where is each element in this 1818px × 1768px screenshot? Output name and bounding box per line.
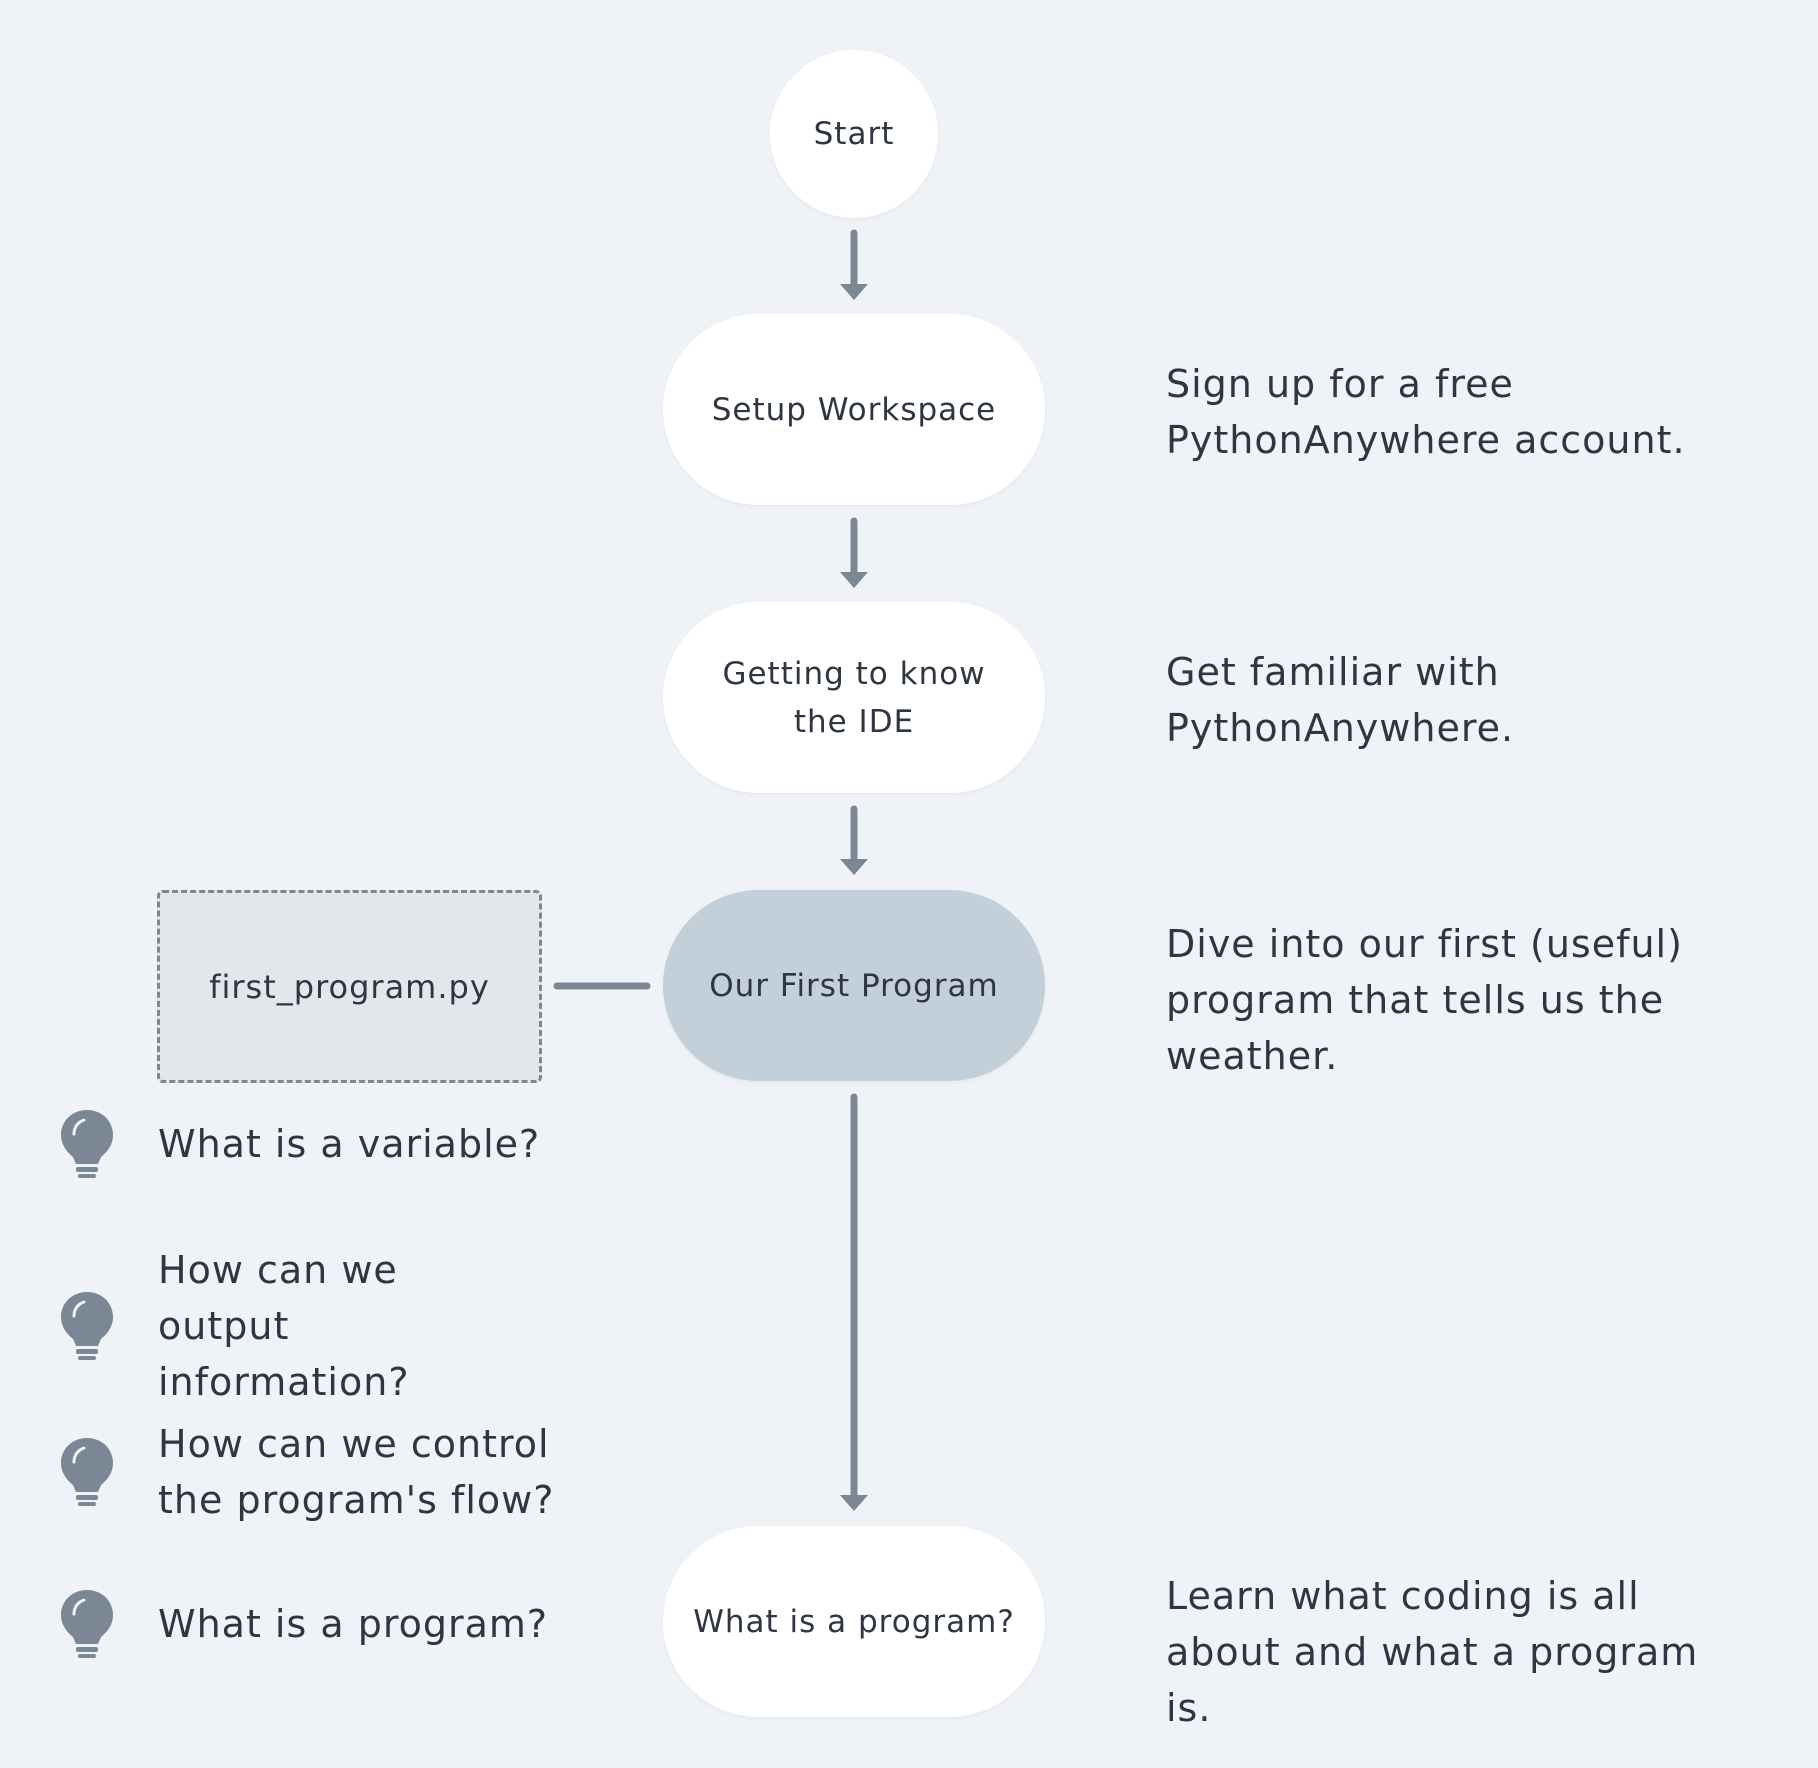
- question-text: What is a program?: [158, 1602, 549, 1646]
- arrowhead-1: [840, 284, 868, 300]
- setup-workspace-node[interactable]: Setup Workspace: [663, 314, 1045, 505]
- first-program-description: Dive into our first (useful) program tha…: [1166, 922, 1683, 1078]
- what-is-program-node[interactable]: What is a program?: [663, 1526, 1045, 1717]
- question-text: How can we control the program's flow?: [158, 1422, 555, 1522]
- start-label: Start: [813, 116, 895, 152]
- question-text: How can we output information?: [158, 1248, 410, 1404]
- arrowhead-4: [840, 1495, 868, 1511]
- lightbulb-icon: [61, 1438, 113, 1506]
- lightbulb-icon: [61, 1590, 113, 1658]
- first-program-node[interactable]: Our First Program: [663, 890, 1045, 1081]
- arrowhead-2: [840, 572, 868, 588]
- file-name: first_program.py: [209, 967, 490, 1006]
- ide-description: Get familiar with PythonAnywhere.: [1166, 650, 1515, 750]
- setup-description: Sign up for a free PythonAnywhere accoun…: [1166, 362, 1686, 462]
- what-is-program-label: What is a program?: [693, 1603, 1015, 1640]
- ide-label: Getting to know the IDE: [722, 655, 986, 740]
- question-item: How can we output information?: [60, 1242, 620, 1410]
- lightbulb-icon: [61, 1292, 113, 1360]
- question-item: What is a variable?: [60, 1108, 620, 1180]
- ide-node[interactable]: Getting to know the IDE: [663, 602, 1045, 793]
- question-item: How can we control the program's flow?: [60, 1416, 620, 1528]
- question-item: What is a program?: [60, 1588, 620, 1660]
- lightbulb-icon: [61, 1110, 113, 1178]
- arrowhead-3: [840, 859, 868, 875]
- question-text: What is a variable?: [158, 1122, 541, 1166]
- start-node: Start: [770, 50, 938, 218]
- file-box[interactable]: first_program.py: [157, 890, 542, 1083]
- what-is-program-description: Learn what coding is all about and what …: [1166, 1574, 1699, 1730]
- first-program-label: Our First Program: [709, 967, 999, 1004]
- setup-workspace-label: Setup Workspace: [711, 391, 997, 428]
